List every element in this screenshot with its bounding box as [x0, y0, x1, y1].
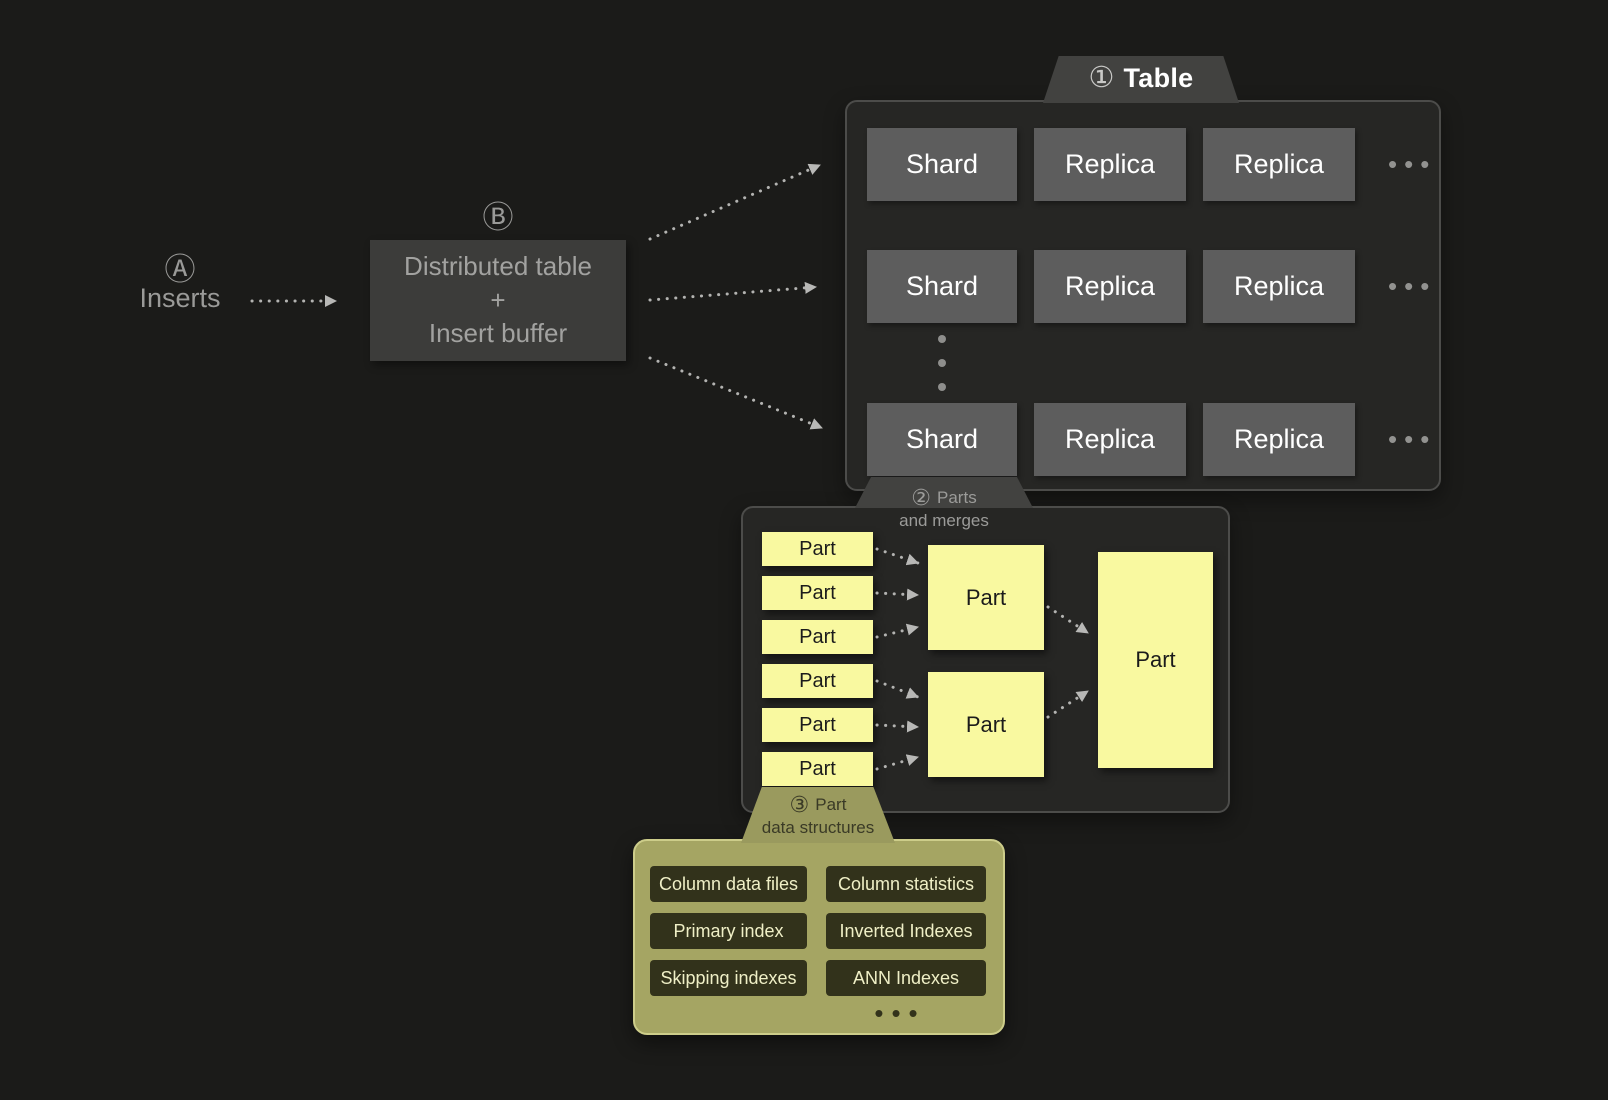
shard-box: Shard — [867, 403, 1017, 476]
distributed-badge: Ⓑ — [482, 200, 514, 235]
distributed-line-2: + — [490, 284, 506, 315]
shard-box: Shard — [867, 250, 1017, 323]
parts-panel-title: ② Parts and merges — [850, 487, 1038, 531]
distributed-table-box: Distributed table + Insert buffer — [370, 240, 626, 361]
parts-badge: ② — [911, 485, 932, 510]
merged-part-box: Part — [928, 672, 1044, 777]
structure-item: Inverted Indexes — [826, 913, 986, 949]
part-box: Part — [762, 532, 873, 566]
table-panel-tab — [1043, 56, 1239, 103]
structures-grid: Column data files Column statistics Prim… — [650, 866, 986, 996]
structure-item: ANN Indexes — [826, 960, 986, 996]
parts-panel-tab — [855, 477, 1033, 508]
replica-box: Replica — [1203, 250, 1355, 323]
structures-panel-title: ③ Part data structures — [741, 794, 895, 838]
vertical-ellipsis — [938, 335, 946, 391]
shard-box: Shard — [867, 128, 1017, 201]
row-ellipsis: ••• — [1388, 424, 1437, 454]
table-row-3: Shard Replica Replica ••• — [867, 403, 1436, 476]
table-badge: ① — [1088, 61, 1115, 94]
structures-title-line1: Part — [815, 795, 847, 815]
arrow-distributed-to-shard-2 — [648, 281, 818, 302]
part-box: Part — [762, 664, 873, 698]
ellipsis-dot — [938, 383, 946, 391]
part-box: Part — [762, 620, 873, 654]
row-ellipsis: ••• — [1388, 271, 1437, 301]
ellipsis-dot — [938, 359, 946, 367]
parts-title-line1: Parts — [937, 488, 977, 508]
structures-ellipsis: ••• — [874, 998, 926, 1028]
part-box: Part — [762, 708, 873, 742]
structure-item: Column statistics — [826, 866, 986, 902]
arrow-distributed-to-shard-1 — [648, 163, 822, 241]
part-box: Part — [762, 752, 873, 786]
distributed-line-3: Insert buffer — [428, 318, 568, 349]
replica-box: Replica — [1203, 403, 1355, 476]
ellipsis-dot — [938, 335, 946, 343]
structures-badge: ③ — [789, 792, 810, 817]
final-part-box: Part — [1098, 552, 1213, 768]
replica-box: Replica — [1034, 403, 1186, 476]
replica-box: Replica — [1034, 128, 1186, 201]
inserts-label: Inserts — [139, 283, 221, 313]
replica-box: Replica — [1203, 128, 1355, 201]
arrow-distributed-to-shard-3 — [648, 356, 824, 430]
table-row-2: Shard Replica Replica ••• — [867, 250, 1436, 323]
parts-title-line2: and merges — [899, 511, 989, 530]
table-row-1: Shard Replica Replica ••• — [867, 128, 1436, 201]
table-panel-title: ① Table — [1043, 56, 1239, 100]
structure-item: Primary index — [650, 913, 807, 949]
structure-item: Skipping indexes — [650, 960, 807, 996]
table-title: Table — [1123, 62, 1194, 93]
inserts-badge: Ⓐ — [164, 252, 196, 287]
source-parts-column: Part Part Part Part Part Part — [762, 532, 873, 786]
merged-part-box: Part — [928, 545, 1044, 650]
distributed-line-1: Distributed table — [404, 250, 592, 281]
row-ellipsis: ••• — [1388, 149, 1437, 179]
structures-panel-tab — [741, 787, 895, 843]
replica-box: Replica — [1034, 250, 1186, 323]
structures-title-line2: data structures — [761, 818, 875, 837]
part-box: Part — [762, 576, 873, 610]
structure-item: Column data files — [650, 866, 807, 902]
